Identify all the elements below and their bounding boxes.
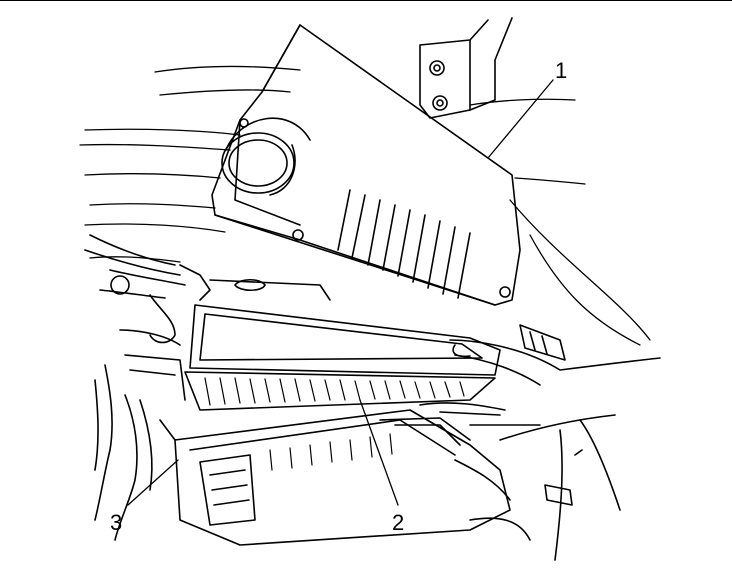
leader-lines (127, 79, 554, 506)
technician-hand (419, 339, 661, 561)
leader-line-1 (487, 79, 554, 159)
air-cleaner-housing (174, 409, 531, 546)
air-cleaner-cover (211, 24, 521, 306)
leader-line-3 (127, 459, 179, 506)
background-lines (79, 65, 651, 346)
callout-3: 3 (110, 510, 123, 535)
callout-2: 2 (392, 510, 405, 535)
air-filter-element (184, 304, 501, 411)
leader-line-2 (359, 399, 399, 506)
top-border (0, 0, 732, 1)
mount-bracket (419, 17, 513, 119)
connector-clip (519, 324, 583, 506)
hoses-and-wiring (84, 234, 331, 541)
callout-1: 1 (555, 58, 568, 83)
